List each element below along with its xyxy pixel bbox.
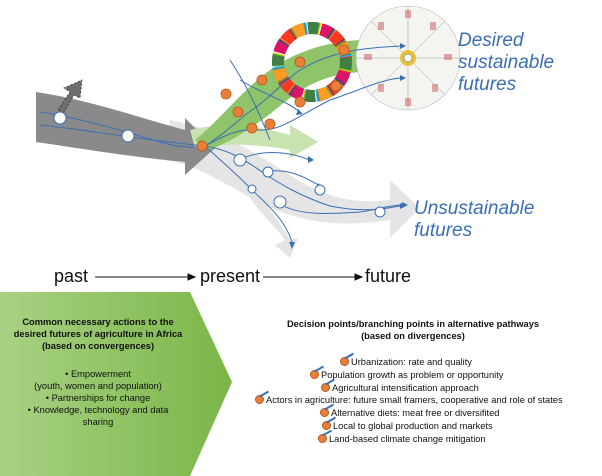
unsustainable-arrow [165,120,420,238]
unsustainable-arrow-branch [245,188,298,258]
convergence-item: • Knowledge, technology and data sharing [27,405,169,427]
divergence-item: Agricultural intensification approach [321,378,479,394]
white-nodes [53,111,386,218]
convergence-item: • Partnerships for change [45,393,151,403]
divergence-item: Urbanization: rate and quality [340,352,472,368]
convergence-item: (youth, women and population) [34,381,162,391]
divergence-item: Local to global production and markets [322,416,493,432]
timeline-arrows [95,273,364,281]
desired-label-line1: Desired sustainable [458,30,555,73]
convergence-title: Common necessary actions to the desired … [13,317,183,351]
timeline-past: past [54,266,89,286]
divergence-item: Alternative diets: meat free or diversif… [320,403,499,419]
orange-nodes [196,44,350,152]
convergence-item: • Empowerment [65,369,131,379]
past-arrow-stub [57,79,83,113]
divergence-title: Decision points/branching points in alte… [286,319,540,341]
timeline-future: future [365,266,412,286]
convergence-list: • Empowerment (youth, women and populati… [12,368,184,428]
timeline-present: present [200,266,261,286]
desired-label-line2: futures [458,74,517,95]
divergence-item: Population growth as problem or opportun… [310,365,503,381]
sdg-wheel [272,22,352,102]
radial-diagram [355,5,461,111]
unsustainable-futures-label: Unsustainable futures [414,198,534,242]
convergence-box [0,292,232,476]
pathway-lines [39,45,403,243]
divergence-item: Land-based climate change mitigation [318,429,486,445]
unsustainable-label-line2: futures [414,220,473,241]
divergence-item: Actors in agriculture: future small fram… [255,390,563,406]
desired-futures-label: Desired sustainable futures [458,30,602,96]
unsustainable-label-line1: Unsustainable [414,198,535,219]
